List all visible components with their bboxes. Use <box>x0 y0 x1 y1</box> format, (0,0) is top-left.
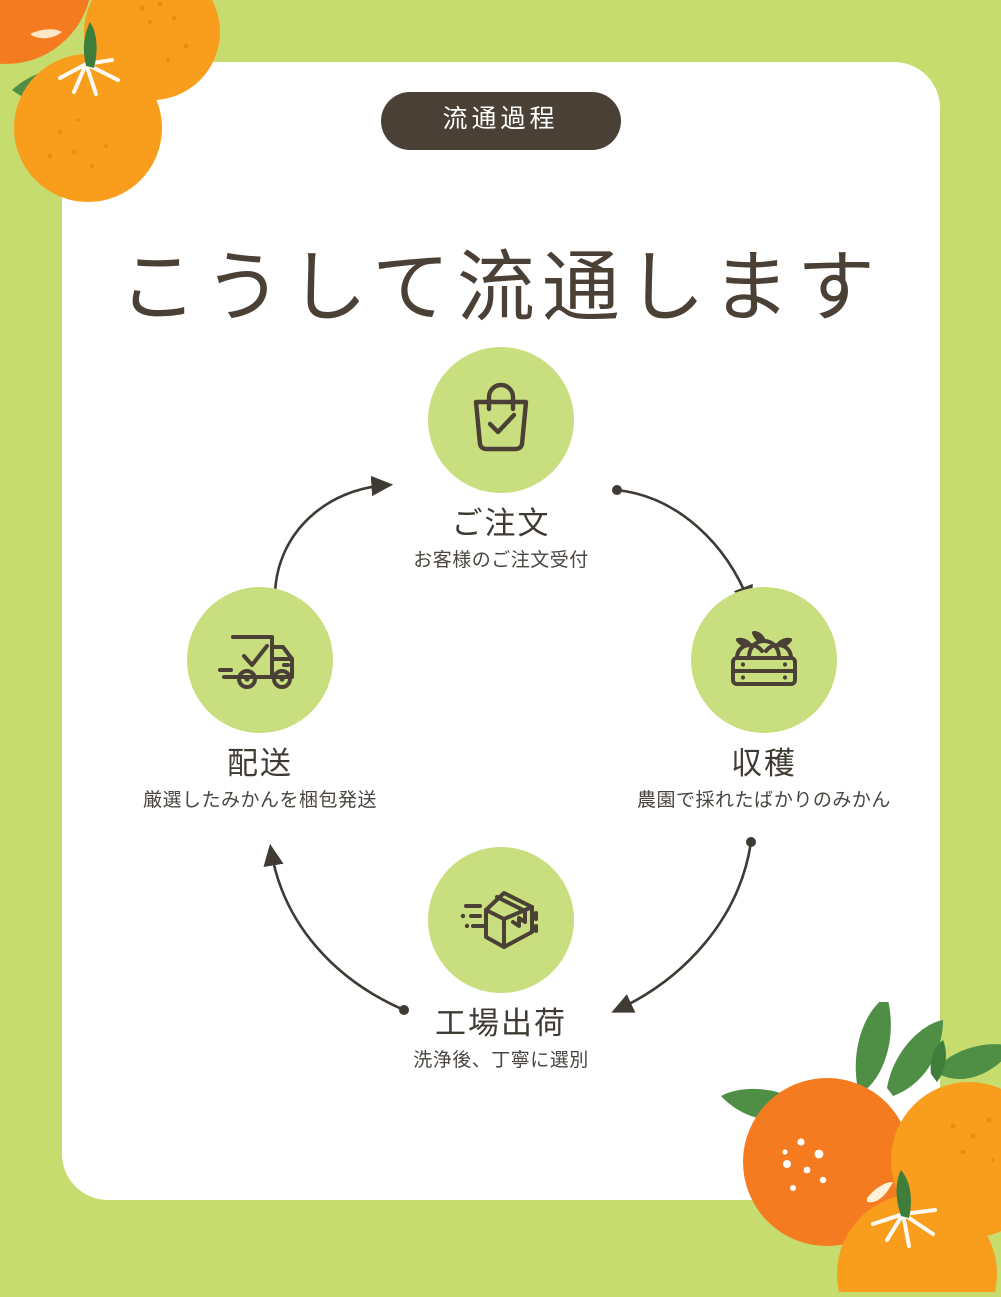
fruit-crate-icon <box>731 631 797 686</box>
arrow-order-to-harvest <box>612 485 753 608</box>
orange-icon <box>837 1194 997 1297</box>
arrow-harvest-to-factory <box>611 837 756 1013</box>
shipping-box-icon <box>460 891 538 949</box>
flow-step-factory-title: 工場出荷 <box>435 1006 567 1041</box>
flow-step-order-title: ご注文 <box>451 506 551 541</box>
flow-step-order-subtitle: お客様のご注文受付 <box>413 550 589 572</box>
flow-step-harvest-subtitle: 農園で採れたばかりのみかん <box>637 790 891 812</box>
flow-step-harvest-title: 収穫 <box>731 746 797 781</box>
flow-step-factory-subtitle: 洗浄後、丁寧に選別 <box>413 1050 589 1072</box>
leaf-icon <box>843 1188 899 1284</box>
orange-star-icon <box>871 1208 937 1248</box>
leaf-icon <box>939 1044 1001 1079</box>
flow-diagram: ご注文 お客様のご注文受付 <box>62 62 940 1200</box>
section-badge: 流通過程 <box>380 92 621 150</box>
flow-step-delivery[interactable]: 配送 厳選したみかんを梱包発送 <box>110 587 410 813</box>
orange-icon <box>0 0 90 64</box>
flow-step-delivery-subtitle: 厳選したみかんを梱包発送 <box>142 790 377 812</box>
shopping-bag-check-icon <box>473 382 529 452</box>
flow-step-harvest-badge <box>691 587 837 733</box>
arrow-factory-to-delivery <box>263 843 409 1015</box>
flow-step-order[interactable]: ご注文 お客様のご注文受付 <box>351 347 651 573</box>
flow-step-factory-badge <box>428 847 574 993</box>
leaf-icon <box>155 0 188 2</box>
flow-step-delivery-badge <box>187 587 333 733</box>
page-title: こうして流通します <box>119 243 882 331</box>
flow-step-factory[interactable]: 工場出荷 洗浄後、丁寧に選別 <box>351 847 651 1073</box>
flow-step-order-badge <box>428 347 574 493</box>
flow-step-delivery-title: 配送 <box>227 746 293 781</box>
delivery-truck-check-icon <box>218 635 294 689</box>
flow-arrows <box>263 475 756 1015</box>
flow-step-harvest[interactable]: 収穫 農園で採れたばかりのみかん <box>614 587 914 813</box>
